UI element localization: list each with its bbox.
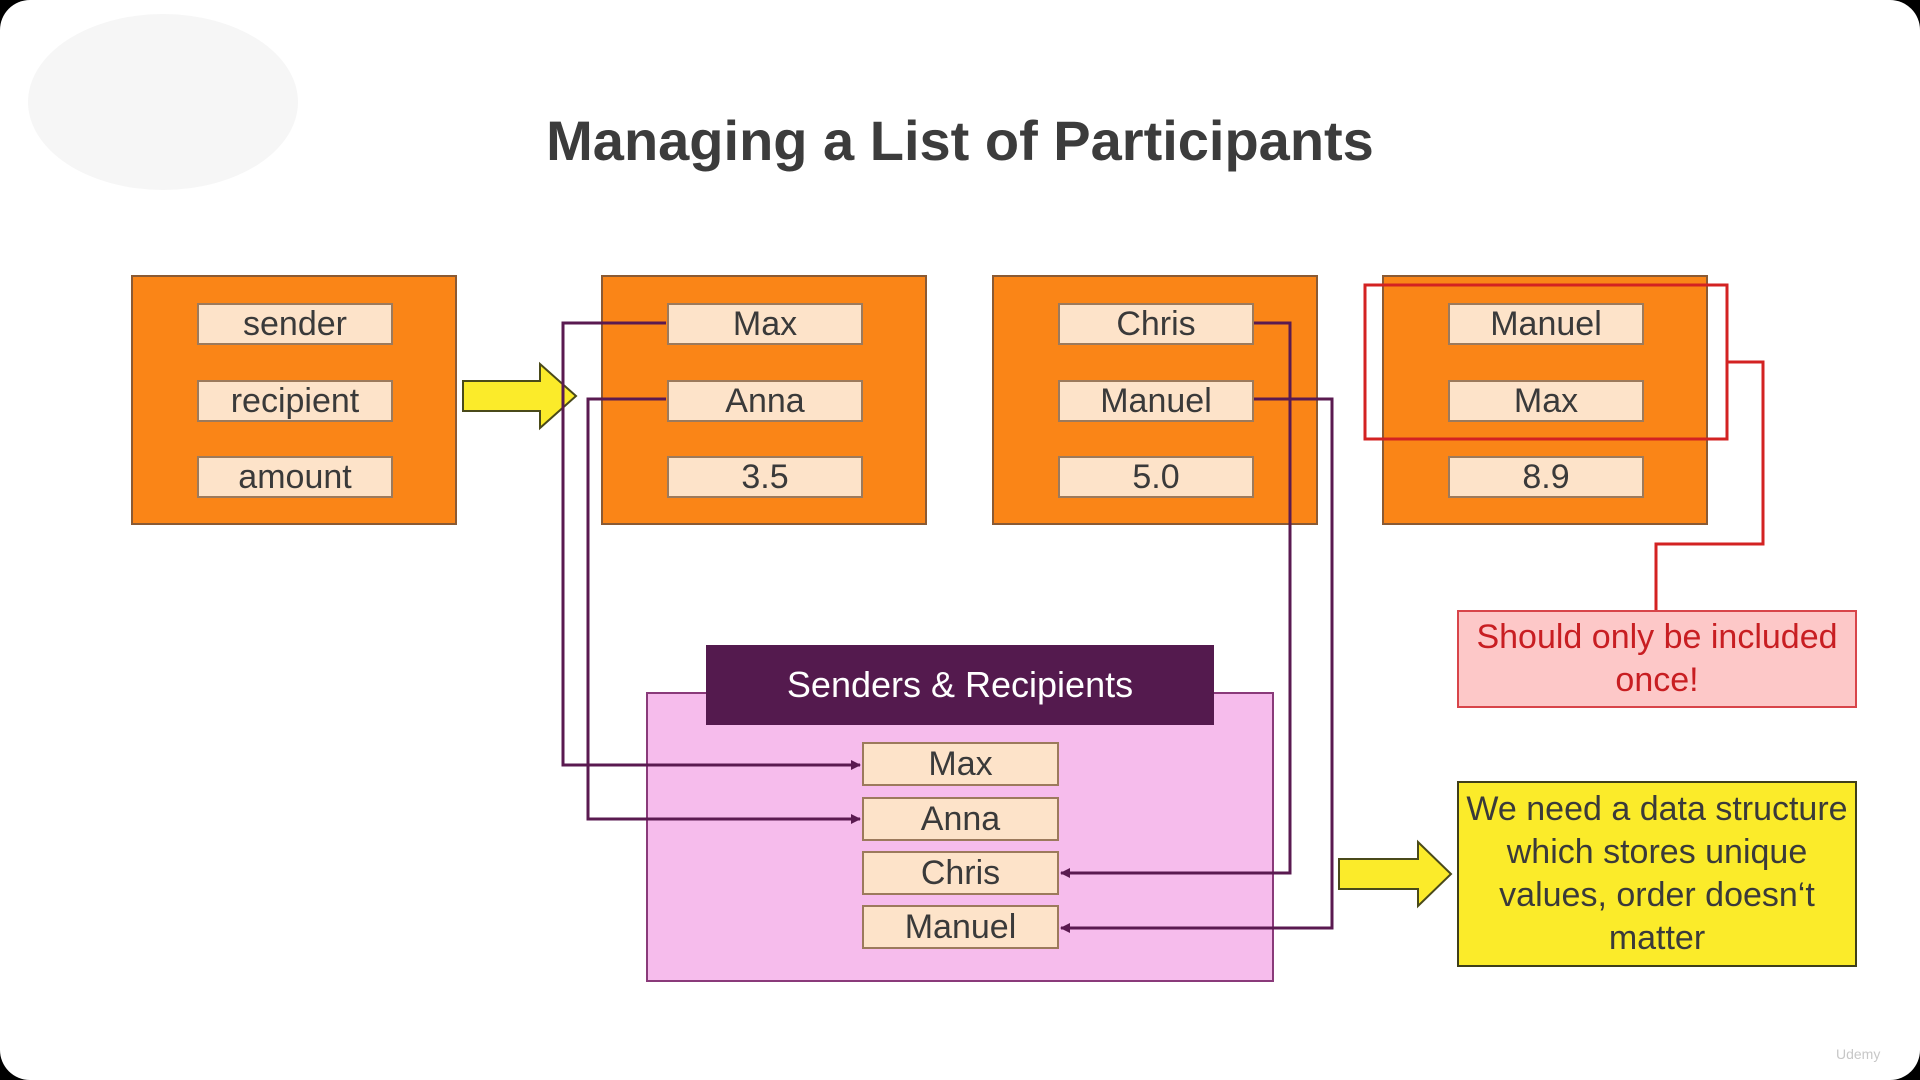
set-item-anna: Anna [862, 797, 1059, 841]
connector-max [561, 321, 861, 770]
schema-record: sender recipient amount [131, 275, 457, 525]
transaction-2-amount: 5.0 [1058, 456, 1254, 498]
transaction-2-sender: Chris [1058, 303, 1254, 345]
slide-title: Managing a List of Participants [546, 109, 1374, 172]
transaction-1-sender: Max [667, 303, 863, 345]
transaction-2-recipient: Manuel [1058, 380, 1254, 422]
duplicate-highlight-box [1363, 283, 1729, 441]
transaction-3-amount: 8.9 [1448, 456, 1644, 498]
transaction-1-recipient: Anna [667, 380, 863, 422]
connector-anna [586, 397, 861, 824]
transaction-3-recipient: Max [1448, 380, 1644, 422]
connector-chris [1060, 321, 1292, 878]
set-item-manuel: Manuel [862, 905, 1059, 949]
corner-blob [28, 14, 298, 190]
transaction-3-sender: Manuel [1448, 303, 1644, 345]
duplicate-note: Should only be included once! [1457, 610, 1857, 708]
duplicate-highlight-connector [1654, 360, 1765, 610]
requirement-note: We need a data structure which stores un… [1457, 781, 1857, 967]
set-item-max: Max [862, 742, 1059, 786]
transaction-1-amount: 3.5 [667, 456, 863, 498]
field-recipient: recipient [197, 380, 393, 422]
schema-to-records-arrow [462, 361, 578, 431]
watermark: Udemy [1836, 1046, 1881, 1062]
transaction-record-3: Manuel Max 8.9 [1382, 275, 1708, 525]
participants-set-header: Senders & Recipients [706, 645, 1214, 725]
connector-manuel [1060, 397, 1334, 933]
set-to-note-arrow [1338, 839, 1453, 909]
set-item-chris: Chris [862, 851, 1059, 895]
field-sender: sender [197, 303, 393, 345]
field-amount: amount [197, 456, 393, 498]
